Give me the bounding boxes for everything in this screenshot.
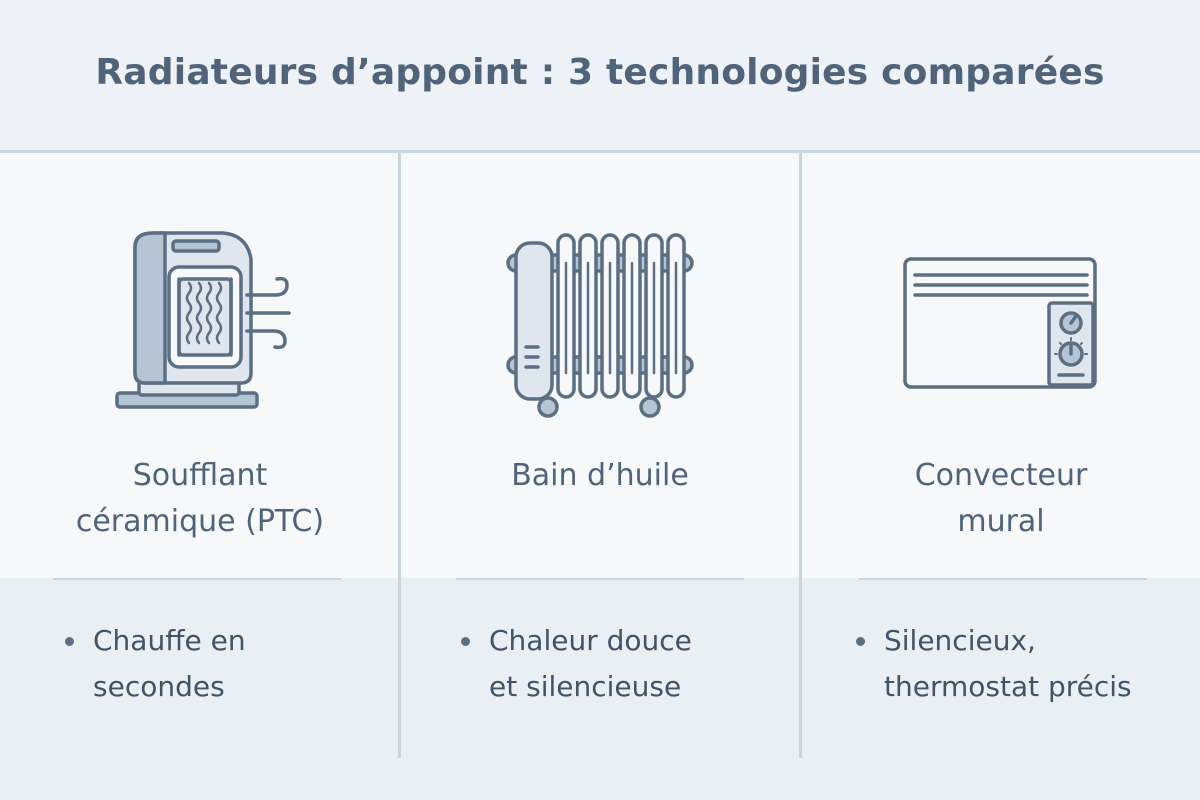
page-title: Radiateurs d’appoint : 3 technologies co…	[95, 51, 1105, 93]
section-separator	[53, 578, 341, 580]
technology-name: Bain d’huile	[511, 458, 689, 493]
column-oil-radiator: Bain d’huile Chaleur douce et silencieus…	[400, 153, 800, 800]
wall-convector-icon	[801, 193, 1200, 453]
ceramic-fan-heater-icon	[0, 193, 400, 453]
header-divider	[0, 150, 1200, 153]
feature-bullet: Chauffe en secondes	[65, 618, 395, 710]
section-separator	[859, 578, 1147, 580]
header: Radiateurs d’appoint : 3 technologies co…	[0, 0, 1200, 150]
section-separator	[456, 578, 744, 580]
bullet-dot-icon	[65, 637, 74, 646]
column-divider	[398, 153, 401, 758]
feature-bullet: Silencieux, thermostat précis	[856, 618, 1186, 710]
technology-name: Soufflant céramique (PTC)	[75, 458, 325, 539]
feature-bullet: Chaleur douce et silencieuse	[461, 618, 791, 710]
feature-band	[0, 578, 1200, 800]
oil-filled-radiator-icon	[400, 193, 800, 453]
technology-name: Convecteur mural	[914, 458, 1088, 539]
column-wall-convector: Convecteur mural Silencieux, thermostat …	[801, 153, 1200, 800]
column-ceramic-fan: Soufflant céramique (PTC) Chauffe en sec…	[0, 153, 400, 800]
bullet-dot-icon	[461, 637, 470, 646]
bullet-dot-icon	[856, 637, 865, 646]
column-divider	[799, 153, 802, 758]
